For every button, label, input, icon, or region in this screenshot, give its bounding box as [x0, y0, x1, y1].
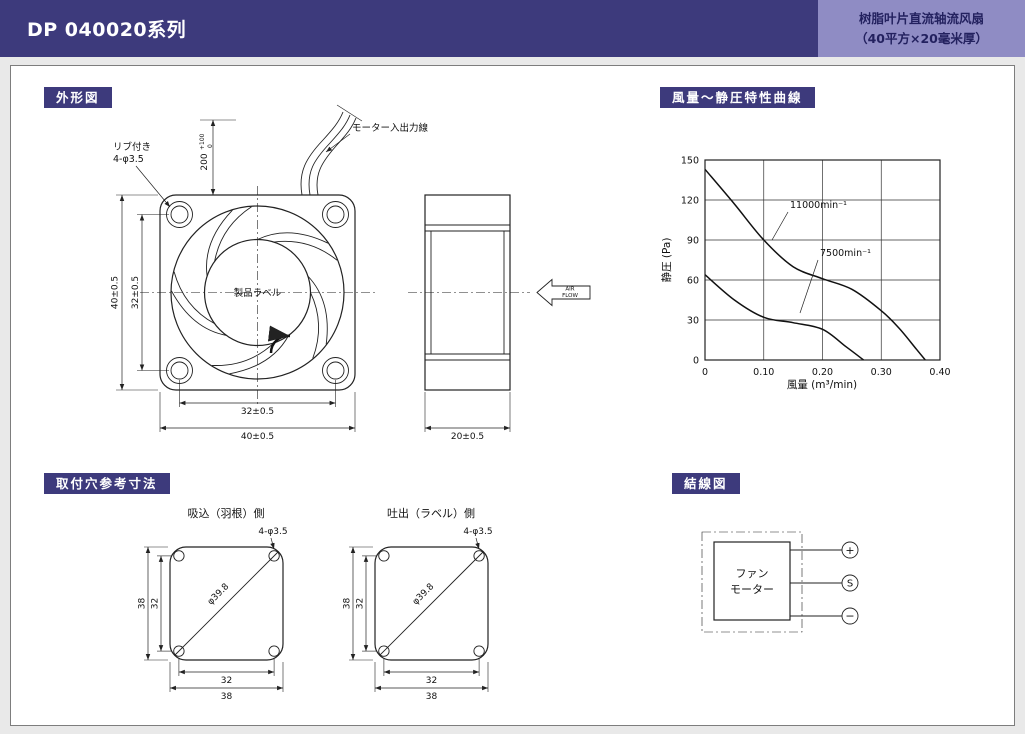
front-bottom-dimensions: 32±0.5 40±0.5: [159, 380, 356, 442]
outlet-pad-drawing: φ39.8 4-φ3.5 38 32 32 38: [343, 527, 493, 702]
svg-text:32: 32: [356, 598, 366, 609]
section-badge-wiring: 結線図: [672, 473, 740, 494]
chart-y-axis-label: 静圧 (Pa): [660, 238, 673, 283]
svg-text:0: 0: [207, 144, 214, 148]
product-type-box: 树脂叶片直流轴流风扇 （40平方×20毫米厚）: [818, 0, 1025, 57]
intake-side-title: 吸込（羽根）側: [188, 506, 265, 520]
svg-text:32: 32: [426, 676, 437, 686]
svg-text:200: 200: [200, 153, 210, 170]
header-bar: DP 040020系列 树脂叶片直流轴流风扇 （40平方×20毫米厚）: [0, 0, 1025, 57]
product-type-line2: （40平方×20毫米厚）: [855, 30, 988, 46]
wiring-svg: ファン モーター + S −: [701, 531, 859, 633]
curve-leader-11000: [771, 211, 789, 241]
svg-text:32: 32: [221, 676, 232, 686]
chart-plot-border: [704, 159, 941, 361]
svg-text:0.10: 0.10: [753, 367, 774, 378]
page-title: DP 040020系列: [27, 19, 187, 41]
chart-tick-labels: 0 0.10 0.20 0.30 0.40 0 30 60 90 120 150: [681, 156, 951, 379]
svg-text:32±0.5: 32±0.5: [241, 407, 274, 417]
svg-text:40±0.5: 40±0.5: [241, 432, 274, 442]
rib-label-line1: リブ付き: [113, 141, 151, 153]
section-badge-outline: 外形図: [44, 87, 112, 108]
svg-text:20±0.5: 20±0.5: [451, 432, 484, 442]
curve-leader-7500: [799, 259, 819, 314]
svg-text:40±0.5: 40±0.5: [111, 276, 121, 309]
svg-text:38: 38: [343, 598, 353, 610]
front-left-dimensions: 40±0.5 32±0.5: [111, 194, 169, 391]
svg-text:4-φ3.5: 4-φ3.5: [258, 527, 287, 537]
curve-label-11000: 11000min⁻¹: [790, 200, 847, 211]
motor-wires: [300, 104, 363, 196]
svg-text:0.30: 0.30: [871, 367, 892, 378]
rotation-arrow-icon: [267, 325, 291, 354]
svg-text:38: 38: [138, 598, 148, 610]
outline-drawing-svg: 製品ラベル モーター入出力線 リブ付き 4-φ3.5 200 +100 0 40…: [111, 104, 591, 442]
intake-pad-drawing: φ39.8 4-φ3.5 38 32 32 38: [138, 527, 288, 702]
svg-text:60: 60: [687, 276, 699, 287]
side-bottom-dimension: 20±0.5: [424, 392, 511, 442]
fan-motor-box: [713, 541, 791, 621]
svg-text:0.40: 0.40: [929, 367, 950, 378]
mounting-svg: 吸込（羽根）側 吐出（ラベル）側 φ39.8 4-φ3.5 38 32 32 3…: [138, 506, 493, 702]
svg-text:38: 38: [426, 692, 438, 702]
fan-front-view: 製品ラベル: [140, 186, 378, 406]
svg-text:+: +: [845, 544, 854, 557]
content-panel: [10, 65, 1015, 726]
svg-text:−: −: [845, 610, 854, 623]
chart-curves: [704, 168, 926, 361]
svg-text:38: 38: [221, 692, 233, 702]
product-label-text: 製品ラベル: [234, 287, 282, 299]
rib-label-line2: 4-φ3.5: [113, 154, 144, 165]
wiring-dashed-frame: [701, 531, 803, 633]
svg-text:0.20: 0.20: [812, 367, 833, 378]
svg-text:φ39.8: φ39.8: [206, 582, 232, 608]
svg-text:120: 120: [681, 196, 699, 207]
svg-text:φ39.8: φ39.8: [411, 582, 437, 608]
motor-wire-label: モーター入出力線: [352, 122, 429, 134]
airflow-arrow-icon: AIR FLOW: [536, 278, 591, 307]
section-badge-curve: 風量～静圧特性曲線: [660, 87, 815, 108]
outlet-side-title: 吐出（ラベル）側: [387, 506, 475, 520]
product-type-line1: 树脂叶片直流轴流风扇: [858, 11, 984, 27]
terminal-plus-icon: [841, 541, 859, 559]
terminal-minus-icon: [841, 607, 859, 625]
chart-x-axis-label: 風量 (m³/min): [787, 379, 857, 391]
svg-text:90: 90: [687, 236, 699, 247]
terminal-signal-icon: [841, 574, 859, 592]
wire-length-dimension: 200 +100 0: [199, 119, 236, 195]
svg-text:4-φ3.5: 4-φ3.5: [463, 527, 492, 537]
svg-text:0: 0: [693, 356, 699, 367]
svg-text:S: S: [847, 579, 853, 590]
svg-text:32: 32: [151, 598, 161, 609]
section-badge-mounting: 取付穴参考寸法: [44, 473, 170, 494]
svg-text:32±0.5: 32±0.5: [131, 276, 141, 309]
svg-text:AIR: AIR: [565, 287, 574, 293]
svg-text:FLOW: FLOW: [562, 293, 578, 299]
pq-chart-svg: 0 0.10 0.20 0.30 0.40 0 30 60 90 120 150 静圧 (Pa) 風…: [660, 156, 951, 392]
curve-label-7500: 7500min⁻¹: [820, 248, 871, 259]
svg-text:150: 150: [681, 156, 699, 167]
svg-text:+100: +100: [199, 133, 206, 150]
fan-motor-label-line1: ファン: [736, 567, 769, 580]
fan-side-view: [408, 194, 530, 391]
svg-text:30: 30: [687, 316, 699, 327]
fan-motor-label-line2: モーター: [730, 583, 774, 596]
svg-text:0: 0: [702, 367, 708, 378]
